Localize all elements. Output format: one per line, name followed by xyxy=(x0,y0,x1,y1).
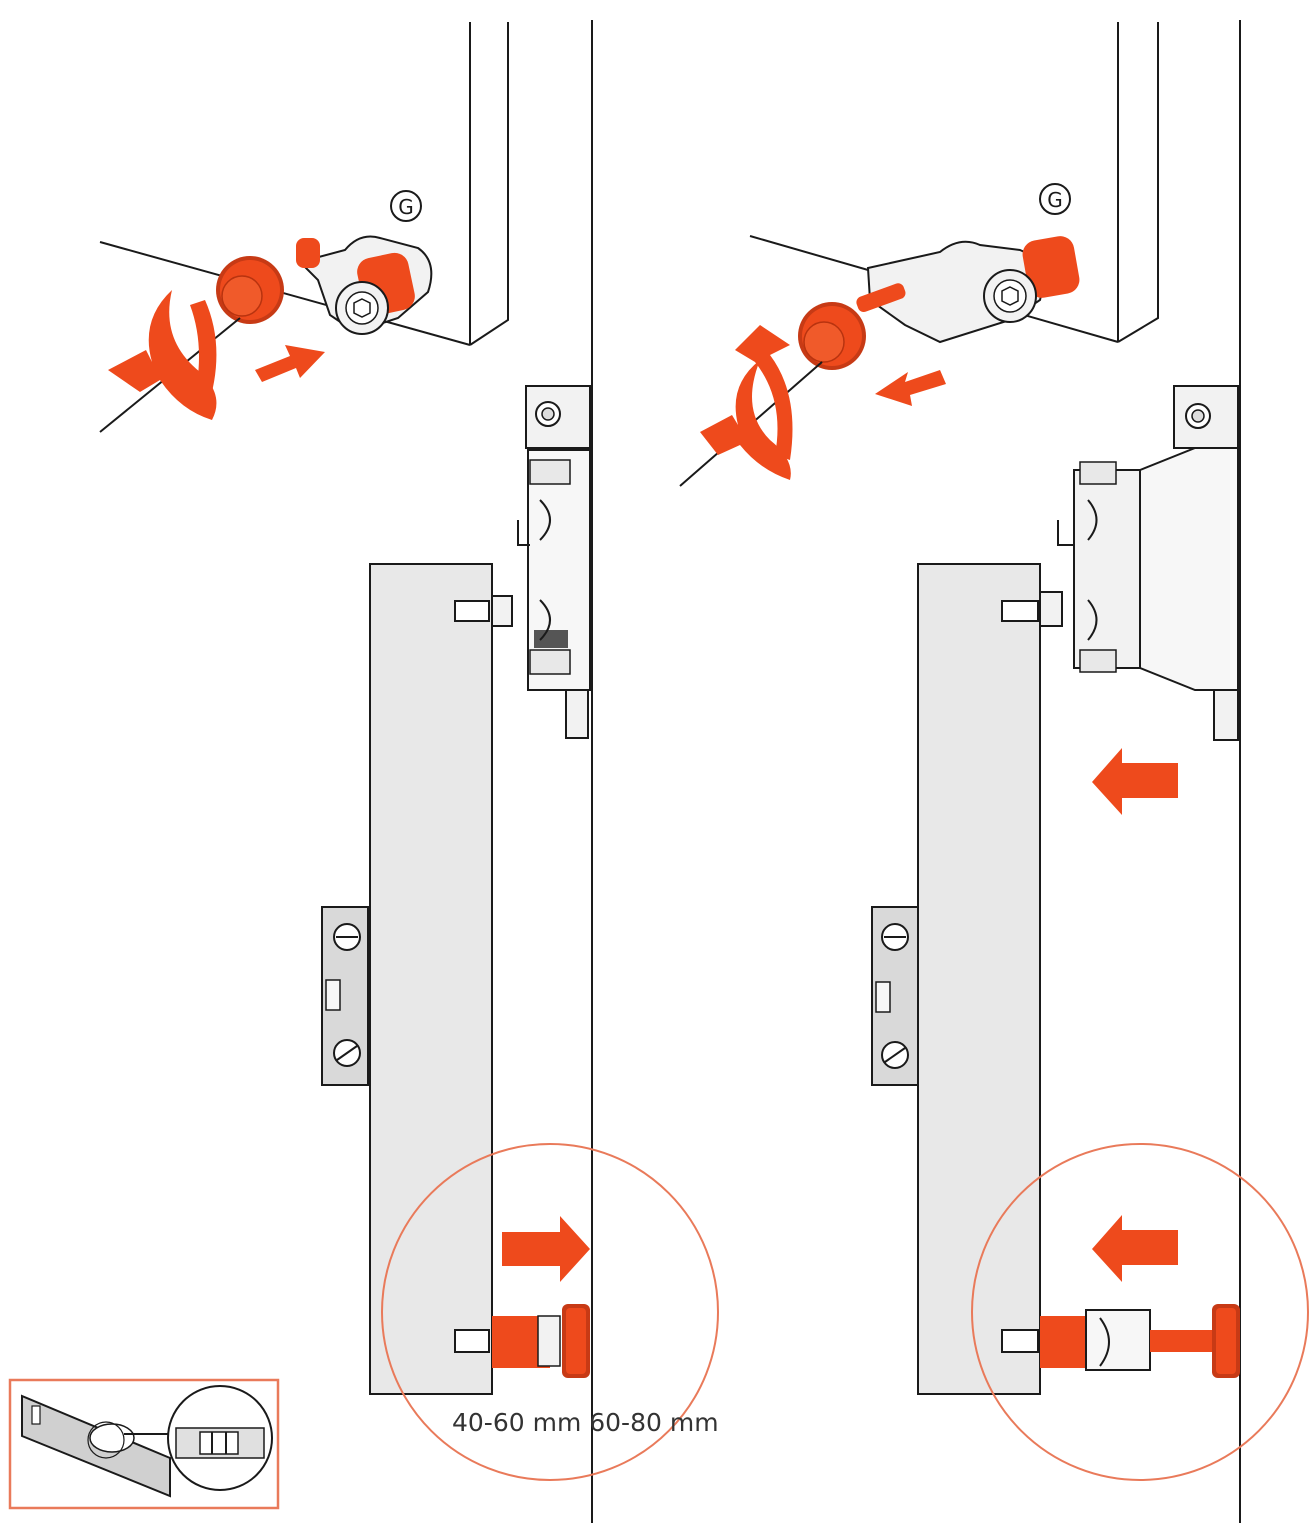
pull-arrow-left-lower xyxy=(1092,1215,1178,1282)
detail-circle-right xyxy=(971,1143,1309,1481)
part-label-circle-left xyxy=(390,190,422,222)
right-step: G xyxy=(679,22,1309,1481)
rail-bracket-left xyxy=(517,385,591,739)
rail-bracket-right xyxy=(1057,385,1239,741)
spirit-level-inset xyxy=(8,1378,280,1510)
cabinet-corner-right xyxy=(1117,22,1159,343)
detail-circle-left xyxy=(381,1143,719,1481)
cabinet-corner-left xyxy=(469,22,509,346)
cabinet-panel-right xyxy=(917,563,1041,1395)
push-arrow-left-small xyxy=(255,345,325,382)
part-label-circle-right xyxy=(1039,183,1071,215)
dimensions-caption: 40-60 mm 60-80 mm xyxy=(452,1408,719,1437)
rotation-arrow-right xyxy=(700,360,791,480)
rotation-arrow-left xyxy=(108,290,217,420)
level-bracket-right xyxy=(871,906,919,1086)
spacer-body-right xyxy=(1040,1316,1088,1368)
part-label-left: G xyxy=(398,195,414,219)
cabinet-panel-left xyxy=(369,563,493,1395)
push-arrow-right xyxy=(502,1216,590,1282)
left-step: G xyxy=(99,22,719,1481)
adjustment-knob-right xyxy=(798,302,866,370)
level-bracket-left xyxy=(321,906,369,1086)
part-label-right: G xyxy=(1047,188,1063,212)
pull-arrow-left-upper xyxy=(1092,748,1178,815)
pull-arrow-right-small xyxy=(875,370,946,406)
adjustment-knob-left xyxy=(216,256,284,324)
